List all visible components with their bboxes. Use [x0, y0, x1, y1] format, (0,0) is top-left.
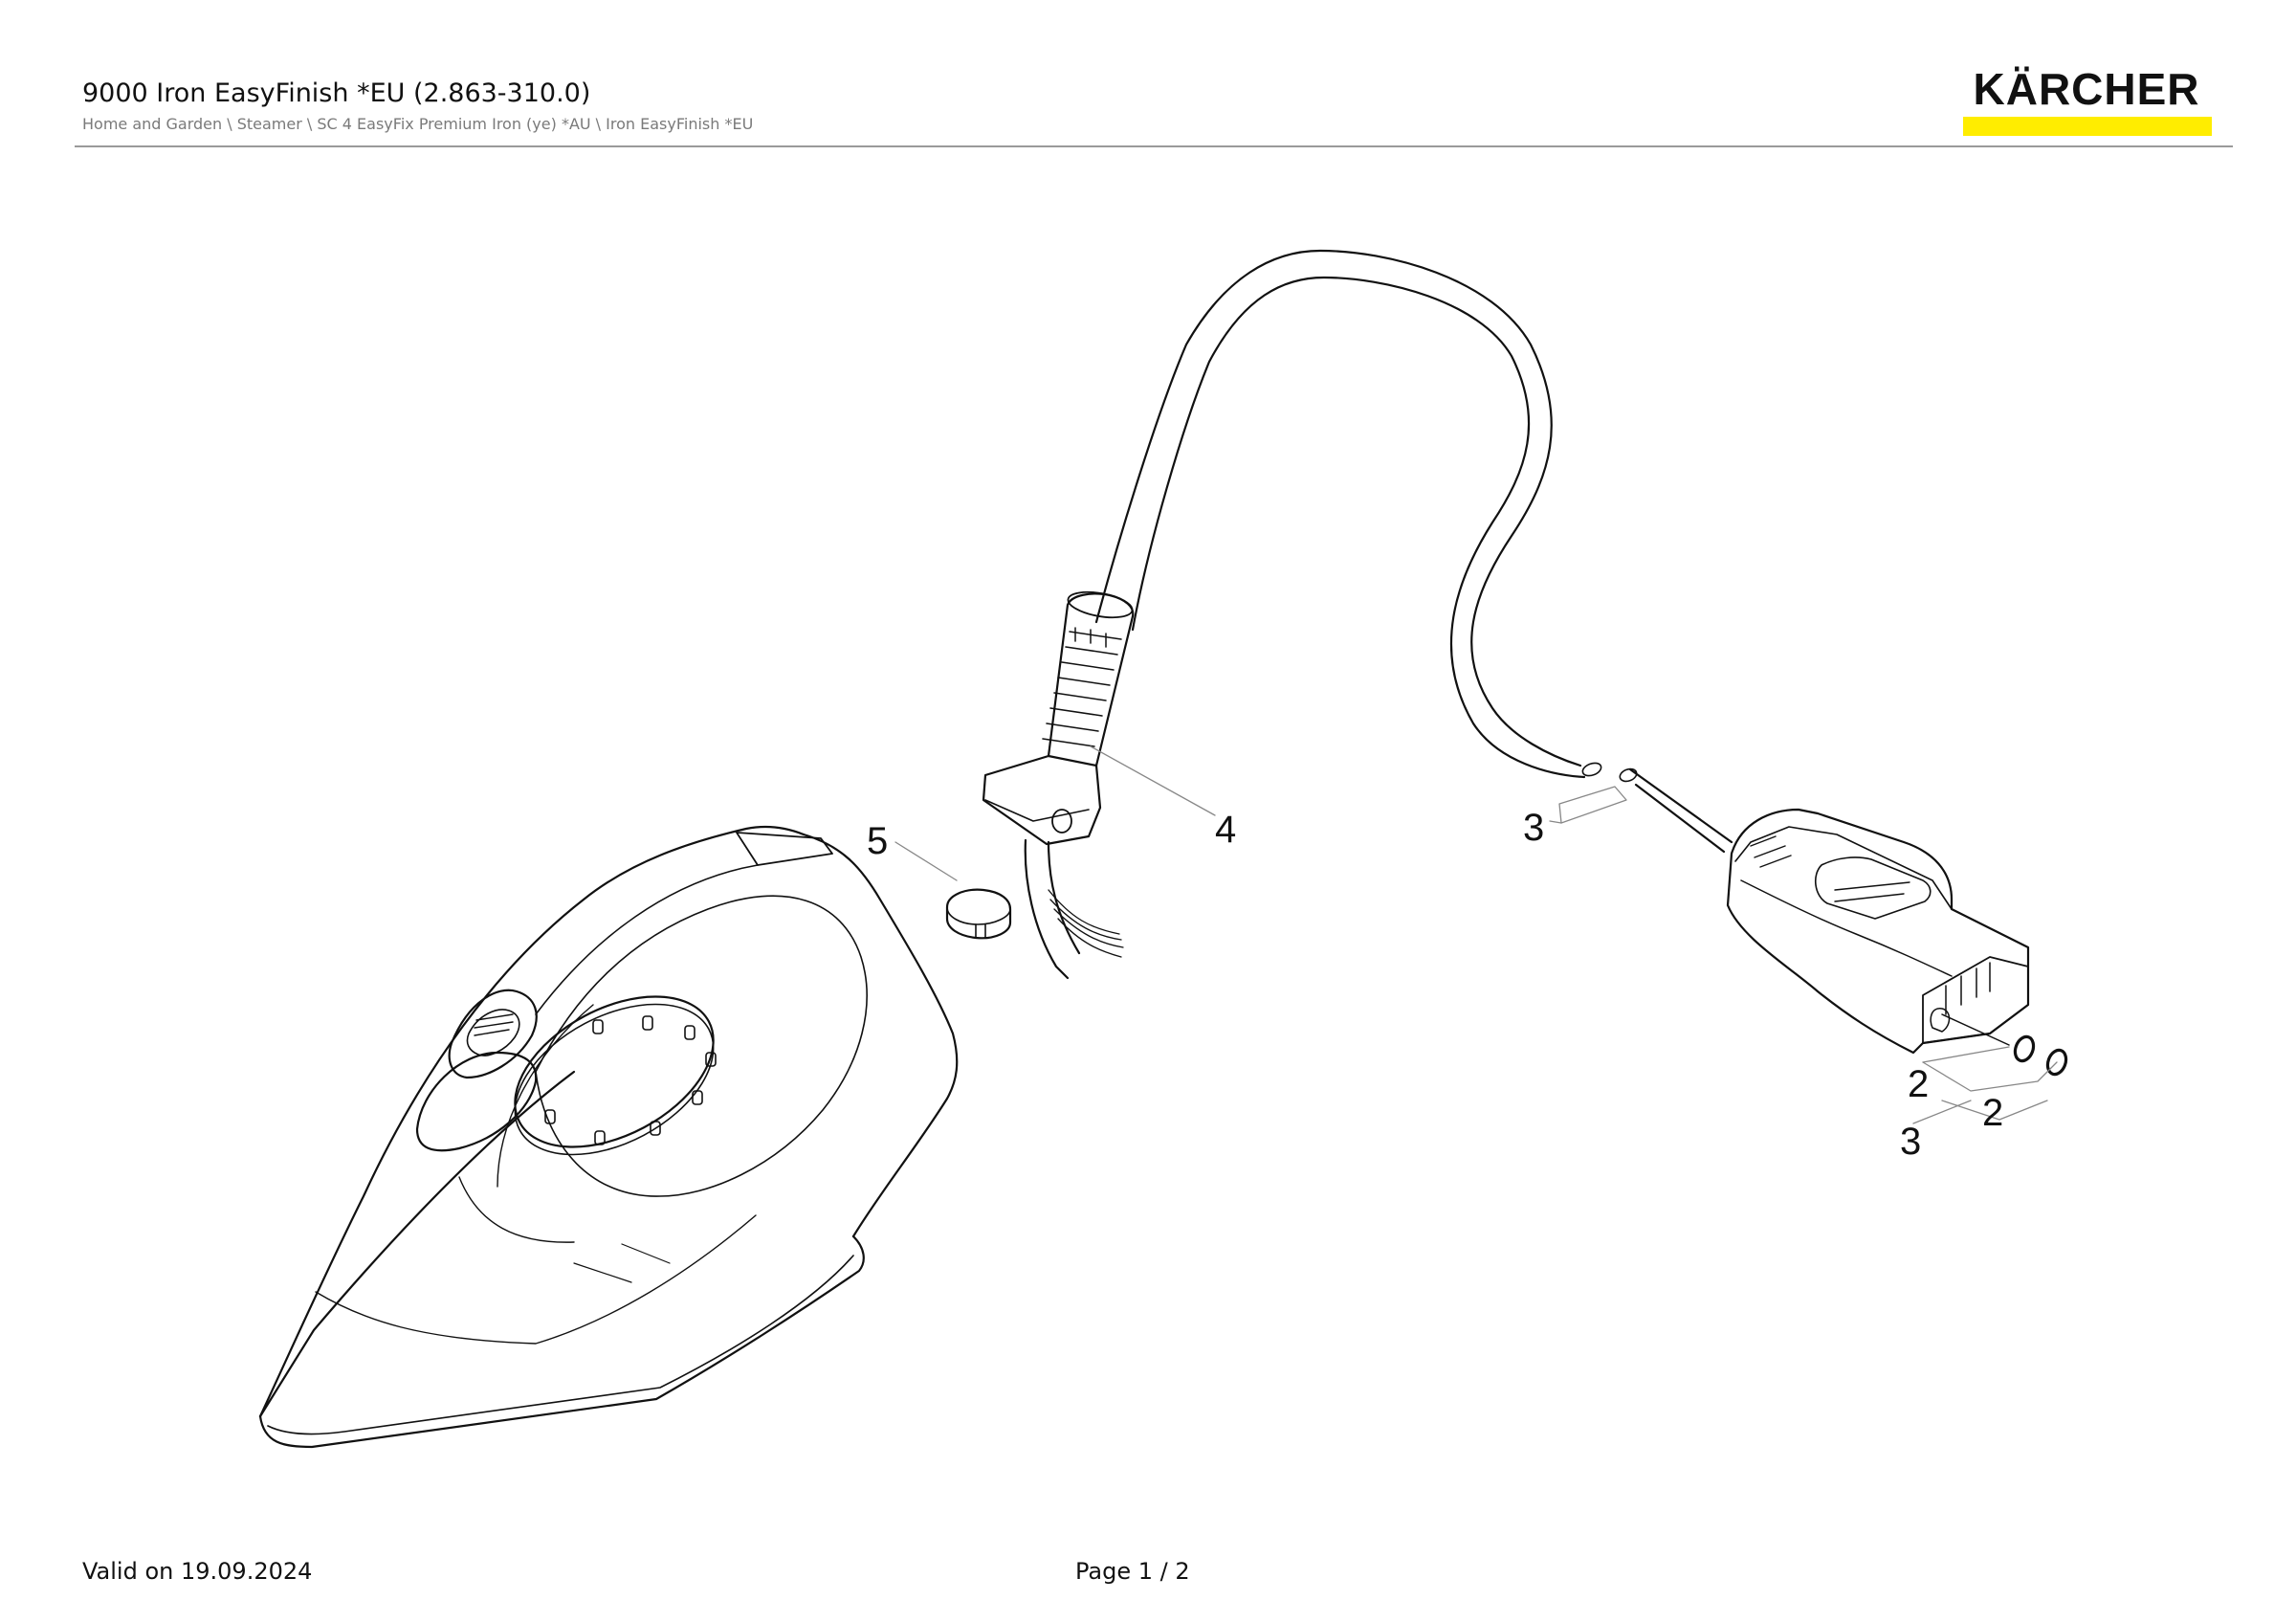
- plug-connector-drawing: [1619, 767, 2068, 1077]
- brand-logo: KÄRCHER: [1961, 65, 2212, 138]
- page-title: 9000 Iron EasyFinish *EU (2.863-310.0): [82, 78, 591, 108]
- logo-yellow-bar: [1963, 117, 2212, 136]
- leader-lines: [894, 745, 2058, 1124]
- callout-2-second: 2: [1982, 1092, 2003, 1134]
- validity-date: Valid on 19.09.2024: [82, 1558, 313, 1585]
- callout-3-cable: 3: [1523, 807, 1544, 849]
- exploded-parts-diagram: 5 4 3 2 2 3: [258, 249, 2068, 1449]
- header-divider: [75, 145, 2233, 147]
- breadcrumb[interactable]: Home and Garden \ Steamer \ SC 4 EasyFix…: [82, 115, 754, 133]
- logo-text: KÄRCHER: [1973, 64, 2200, 114]
- callout-2-first: 2: [1908, 1063, 1929, 1105]
- iron-body-drawing: [258, 825, 959, 1449]
- page-number: Page 1 / 2: [1075, 1558, 1190, 1585]
- callout-3-plug: 3: [1900, 1121, 1921, 1163]
- callout-4: 4: [1215, 809, 1236, 851]
- cable-strain-relief-drawing: [982, 249, 1602, 980]
- callout-5: 5: [867, 820, 888, 862]
- clip-part-drawing: [945, 888, 1012, 940]
